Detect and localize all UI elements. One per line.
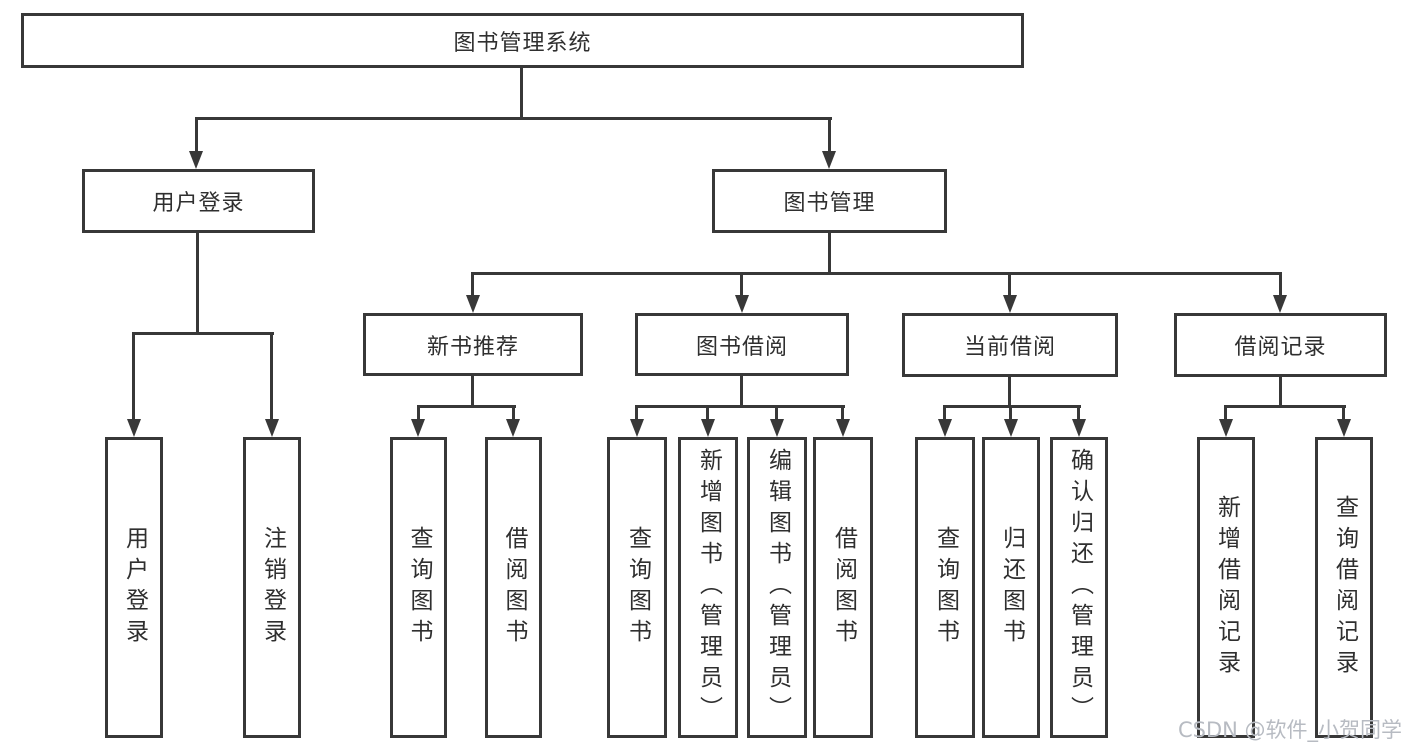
leaf-borrow-query-books-label: 查询图书	[624, 525, 651, 650]
node-root-label: 图书管理系统	[453, 30, 592, 56]
node-root: 图书管理系统	[21, 13, 1024, 68]
arrow-down-icon	[1219, 419, 1233, 437]
connector-line	[196, 232, 199, 335]
connector-line	[1009, 405, 1012, 421]
leaf-logout: 注销登录	[243, 437, 301, 738]
connector-line	[1224, 405, 1346, 408]
arrow-down-icon	[127, 419, 141, 437]
connector-line	[635, 405, 638, 421]
arrow-down-icon	[189, 151, 203, 169]
leaf-borrow-edit-books: 编辑图书（管理员）	[747, 437, 807, 738]
leaf-cur-query-books-label: 查询图书	[932, 525, 959, 650]
arrow-down-icon	[1004, 419, 1018, 437]
connector-line	[471, 375, 474, 408]
arrow-down-icon	[1003, 295, 1017, 313]
connector-line	[471, 272, 1282, 275]
connector-line	[635, 405, 845, 408]
arrow-down-icon	[411, 419, 425, 437]
connector-line	[841, 405, 844, 421]
connector-line	[1077, 405, 1080, 421]
node-book-mgmt-label: 图书管理	[783, 191, 876, 216]
connector-line	[1224, 405, 1227, 421]
arrow-down-icon	[630, 419, 644, 437]
node-borrow-records-label: 借阅记录	[1234, 335, 1327, 360]
leaf-record-add-label: 新增借阅记录	[1213, 494, 1240, 681]
node-borrow-records: 借阅记录	[1174, 313, 1387, 377]
connector-line	[775, 405, 778, 421]
leaf-borrow-borrow-books-label: 借阅图书	[830, 525, 857, 650]
leaf-cur-return-books: 归还图书	[982, 437, 1040, 738]
connector-line	[828, 232, 831, 275]
node-new-book-rec-label: 新书推荐	[426, 334, 519, 360]
connector-line	[417, 405, 516, 408]
connector-line	[1342, 405, 1345, 421]
leaf-user-login: 用户登录	[105, 437, 163, 738]
connector-line	[132, 332, 135, 419]
arrow-down-icon	[836, 419, 850, 437]
leaf-user-login-label: 用户登录	[121, 525, 148, 650]
leaf-rec-borrow-books: 借阅图书	[485, 437, 542, 738]
watermark: CSDN @软件_小贺同学	[1178, 718, 1403, 742]
leaf-cur-query-books: 查询图书	[915, 437, 975, 738]
arrow-down-icon	[1273, 295, 1287, 313]
connector-line	[828, 117, 831, 154]
connector-line	[270, 332, 273, 419]
leaf-record-query-label: 查询借阅记录	[1331, 494, 1358, 681]
leaf-borrow-edit-books-label: 编辑图书（管理员）	[764, 448, 791, 727]
leaf-cur-return-books-label: 归还图书	[998, 525, 1025, 650]
leaf-cur-confirm-return: 确认归还（管理员）	[1050, 437, 1108, 738]
connector-line	[1008, 377, 1011, 408]
connector-line	[1008, 272, 1011, 296]
connector-line	[417, 405, 420, 421]
connector-line	[1279, 272, 1282, 296]
leaf-borrow-add-books: 新增图书（管理员）	[678, 437, 738, 738]
connector-line	[740, 375, 743, 408]
node-new-book-rec: 新书推荐	[363, 313, 583, 376]
connector-line	[943, 405, 946, 421]
arrow-down-icon	[1337, 419, 1351, 437]
leaf-rec-query-books: 查询图书	[390, 437, 447, 738]
node-current-borrow-label: 当前借阅	[963, 335, 1056, 360]
connector-line	[196, 117, 832, 120]
leaf-borrow-query-books: 查询图书	[607, 437, 667, 738]
node-user-login-label: 用户登录	[152, 191, 245, 216]
leaf-logout-label: 注销登录	[259, 525, 286, 650]
leaf-rec-borrow-books-label: 借阅图书	[501, 525, 527, 650]
connector-line	[706, 405, 709, 421]
leaf-borrow-add-books-label: 新增图书（管理员）	[695, 448, 722, 727]
leaf-record-add: 新增借阅记录	[1197, 437, 1255, 738]
node-book-borrow: 图书借阅	[635, 313, 849, 376]
node-user-login: 用户登录	[82, 169, 315, 233]
arrow-down-icon	[735, 295, 749, 313]
arrow-down-icon	[466, 295, 480, 313]
connector-line	[132, 332, 274, 335]
connector-line	[520, 68, 523, 118]
connector-line	[943, 405, 1081, 408]
arrow-down-icon	[265, 419, 279, 437]
connector-line	[195, 117, 198, 154]
leaf-record-query: 查询借阅记录	[1315, 437, 1373, 738]
arrow-down-icon	[822, 151, 836, 169]
connector-line	[512, 405, 515, 421]
connector-line	[1279, 377, 1282, 408]
arrow-down-icon	[938, 419, 952, 437]
arrow-down-icon	[506, 419, 520, 437]
leaf-rec-query-books-label: 查询图书	[406, 525, 432, 650]
connector-line	[471, 272, 474, 296]
connector-line	[740, 272, 743, 296]
node-current-borrow: 当前借阅	[902, 313, 1118, 377]
leaf-cur-confirm-return-label: 确认归还（管理员）	[1066, 448, 1093, 727]
arrow-down-icon	[770, 419, 784, 437]
arrow-down-icon	[701, 419, 715, 437]
node-book-mgmt: 图书管理	[712, 169, 947, 233]
arrow-down-icon	[1072, 419, 1086, 437]
leaf-borrow-borrow-books: 借阅图书	[813, 437, 873, 738]
node-book-borrow-label: 图书借阅	[695, 334, 788, 360]
